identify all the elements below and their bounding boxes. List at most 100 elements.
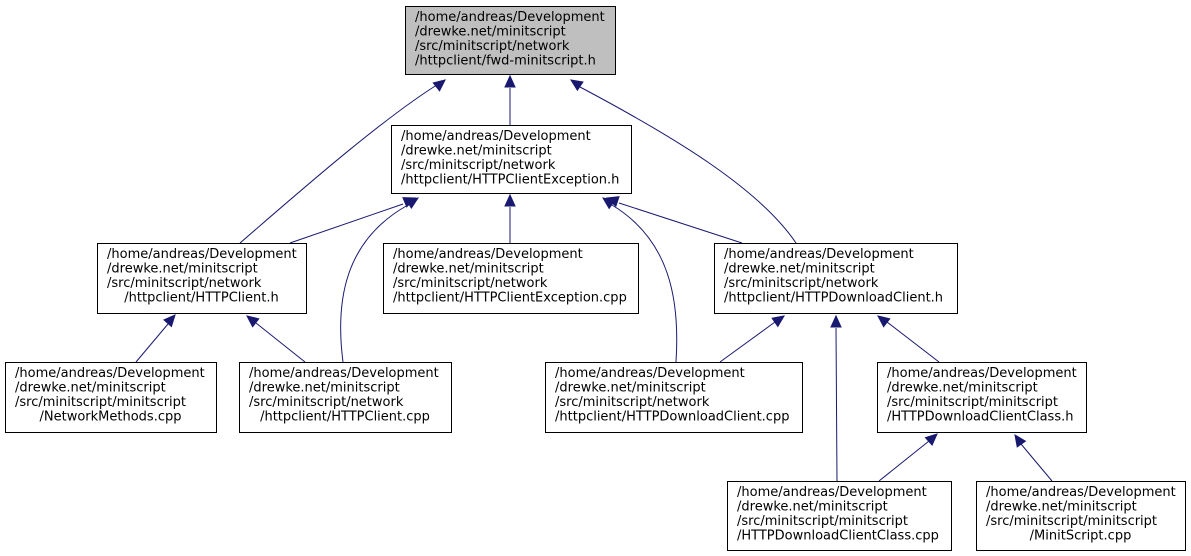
node-label-line: /MinitScript.cpp	[1030, 529, 1132, 544]
edge-dlclass_cpp-to-dl_h	[830, 314, 842, 482]
edge-line	[289, 203, 404, 244]
edge-exc_h-to-fwd	[504, 74, 516, 125]
node-label-line: /src/minitscript/network	[393, 276, 548, 291]
edge-client_h-to-exc_h	[289, 197, 417, 244]
node-label-line: /src/minitscript/minitscript	[15, 395, 186, 410]
node-label-line: /drewke.net/minitscript	[887, 381, 1038, 396]
node-label-line: /src/minitscript/minitscript	[887, 395, 1058, 410]
arrowhead	[569, 79, 584, 92]
edge-line	[135, 323, 169, 363]
node-box	[239, 362, 452, 433]
node-box	[405, 6, 616, 75]
arrowhead	[771, 315, 785, 328]
node-box	[391, 125, 632, 194]
node-label-line: /drewke.net/minitscript	[249, 381, 400, 396]
node-dlclass-cpp[interactable]: /home/andreas/Development/drewke.net/min…	[727, 481, 952, 551]
node-label-line: /drewke.net/minitscript	[986, 500, 1137, 515]
node-label-line: /drewke.net/minitscript	[401, 144, 552, 159]
node-label-line: /httpclient/HTTPClient.h	[124, 291, 278, 306]
edge-dlclass_cpp-to-dlclass_h	[878, 433, 938, 482]
node-label-line: /drewke.net/minitscript	[415, 25, 566, 40]
node-box	[545, 362, 803, 433]
edge-minitscript_cpp-to-dlclass_h	[1014, 434, 1053, 482]
edge-line	[886, 321, 940, 363]
node-box	[714, 243, 958, 314]
node-label-line: /httpclient/HTTPClient.cpp	[260, 410, 430, 425]
node-dl-cpp[interactable]: /home/andreas/Development/drewke.net/min…	[545, 362, 803, 433]
node-label-line: /src/minitscript/network	[107, 276, 262, 291]
node-minitscript-cpp[interactable]: /home/andreas/Development/drewke.net/min…	[976, 481, 1186, 551]
arrowhead	[163, 314, 176, 328]
edge-dl_h-to-fwd	[569, 79, 797, 244]
node-label-line: /drewke.net/minitscript	[393, 262, 544, 277]
node-box	[383, 243, 639, 314]
arrowhead	[830, 314, 842, 328]
node-netmeth[interactable]: /home/andreas/Development/drewke.net/min…	[5, 362, 217, 433]
node-label-line: /home/andreas/Development	[249, 366, 439, 381]
edge-line	[611, 204, 678, 363]
node-fwd[interactable]: /home/andreas/Development/drewke.net/min…	[405, 6, 616, 75]
node-exc-cpp[interactable]: /home/andreas/Development/drewke.net/min…	[383, 243, 639, 314]
node-box	[5, 362, 217, 433]
node-label-line: /drewke.net/minitscript	[555, 381, 706, 396]
node-label-line: /src/minitscript/network	[724, 276, 879, 291]
edge-line	[255, 322, 306, 363]
node-box	[97, 243, 307, 314]
edge-dl_cpp-to-dl_h	[719, 315, 785, 363]
edges-layer	[135, 74, 1053, 482]
node-label-line: /src/minitscript/network	[401, 158, 556, 173]
arrowhead	[246, 315, 260, 328]
node-label-line: /HTTPDownloadClientClass.h	[887, 410, 1073, 425]
node-label-line: /httpclient/HTTPDownloadClient.cpp	[555, 410, 789, 425]
edge-dl_h-to-exc_h	[605, 196, 743, 244]
arrowhead	[1014, 434, 1027, 448]
node-label-line: /home/andreas/Development	[737, 485, 927, 500]
node-label-line: /drewke.net/minitscript	[724, 262, 875, 277]
edge-line	[239, 82, 441, 244]
node-label-line: /src/minitscript/network	[555, 395, 710, 410]
node-box	[976, 481, 1186, 551]
node-label-line: /httpclient/fwd-minitscript.h	[415, 54, 596, 69]
edge-client_h-to-fwd	[239, 79, 446, 244]
node-label-line: /httpclient/HTTPClientException.cpp	[393, 291, 627, 306]
node-label-line: /drewke.net/minitscript	[15, 381, 166, 396]
node-label-line: /home/andreas/Development	[555, 366, 745, 381]
node-label-line: /drewke.net/minitscript	[107, 262, 258, 277]
node-label-line: /home/andreas/Development	[415, 10, 605, 25]
node-label-line: /home/andreas/Development	[724, 247, 914, 262]
arrowhead	[924, 433, 938, 446]
edge-client_cpp-to-client_h	[246, 315, 306, 363]
nodes-layer: /home/andreas/Development/drewke.net/min…	[5, 6, 1186, 551]
node-label-line: /NetworkMethods.cpp	[40, 410, 182, 425]
node-box	[727, 481, 952, 551]
edge-line	[618, 202, 743, 244]
edge-exc_cpp-to-exc_h	[504, 193, 516, 243]
node-exc-h[interactable]: /home/andreas/Development/drewke.net/min…	[391, 125, 632, 194]
node-label-line: /src/minitscript/minitscript	[986, 514, 1157, 529]
node-label-line: /home/andreas/Development	[393, 247, 583, 262]
arrowhead	[605, 196, 620, 208]
node-box	[877, 362, 1087, 433]
node-client-h[interactable]: /home/andreas/Development/drewke.net/min…	[97, 243, 307, 314]
node-label-line: /httpclient/HTTPDownloadClient.h	[724, 291, 943, 306]
arrowhead	[504, 193, 516, 207]
edge-line	[1020, 443, 1053, 482]
node-label-line: /home/andreas/Development	[887, 366, 1077, 381]
arrowhead	[405, 197, 420, 210]
edge-line	[340, 204, 409, 363]
edge-line	[579, 86, 797, 244]
node-label-line: /httpclient/HTTPClientException.h	[401, 173, 619, 188]
edge-line	[878, 440, 930, 482]
arrowhead	[432, 79, 446, 92]
node-label-line: /home/andreas/Development	[15, 366, 205, 381]
edge-netmeth-to-client_h	[135, 314, 176, 363]
arrowhead	[877, 315, 891, 328]
edge-client_cpp-to-exc_h	[340, 197, 420, 363]
node-label-line: /home/andreas/Development	[401, 129, 591, 144]
node-dlclass-h[interactable]: /home/andreas/Development/drewke.net/min…	[877, 362, 1087, 433]
node-label-line: /src/minitscript/network	[415, 39, 570, 54]
node-dl-h[interactable]: /home/andreas/Development/drewke.net/min…	[714, 243, 958, 314]
node-client-cpp[interactable]: /home/andreas/Development/drewke.net/min…	[239, 362, 452, 433]
edge-dlclass_h-to-dl_h	[877, 315, 940, 363]
